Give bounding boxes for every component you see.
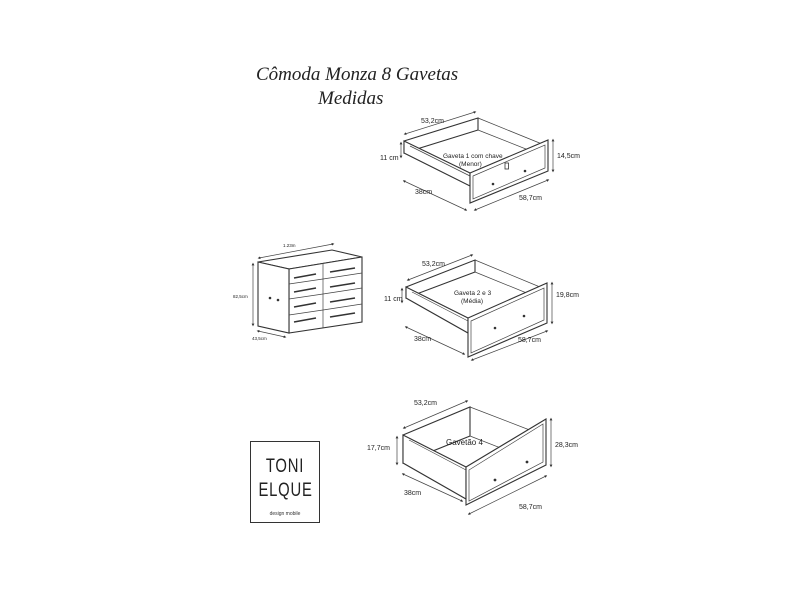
cabinet-width-label: 1.23m bbox=[283, 243, 296, 248]
drawer-2-sublabel: (Média) bbox=[461, 298, 483, 305]
drawer-4-drawing bbox=[395, 400, 553, 515]
drawer-4-top-width: 53,2cm bbox=[414, 400, 437, 407]
drawer-1-depth: 38cm bbox=[415, 189, 432, 196]
drawer-2-label: Gaveta 2 e 3 bbox=[454, 290, 492, 297]
drawer-2-top-width: 53,2cm bbox=[422, 261, 445, 268]
drawer-4-front-width: 58,7cm bbox=[519, 504, 542, 511]
drawer-2-depth: 38cm bbox=[414, 336, 431, 343]
logo-line-1: TONI bbox=[265, 456, 305, 477]
drawer-1-top-width: 53,2cm bbox=[421, 118, 444, 125]
drawer-4-label: Gavetão 4 bbox=[446, 438, 483, 447]
drawer-1-sublabel: (Menor) bbox=[459, 161, 482, 168]
page-subtitle: Medidas bbox=[318, 88, 384, 109]
drawer-1-inner-height: 11 cm bbox=[380, 155, 399, 162]
drawer-2-drawing bbox=[400, 254, 554, 361]
drawer-2-front-width: 58,7cm bbox=[518, 337, 541, 344]
drawer-4-depth: 38cm bbox=[404, 490, 421, 497]
drawer-1-front-width: 58,7cm bbox=[519, 195, 542, 202]
logo-line-2: ELQUE bbox=[258, 480, 313, 501]
brand-logo: TONI ELQUE design mobile bbox=[250, 441, 320, 523]
drawer-2-front-height: 19,8cm bbox=[556, 292, 579, 299]
drawer-2-inner-height: 11 cm bbox=[384, 296, 403, 303]
drawer-1-drawing bbox=[399, 111, 555, 211]
cabinet-drawing bbox=[251, 242, 363, 339]
page-title: Cômoda Monza 8 Gavetas bbox=[256, 64, 459, 85]
cabinet-height-label: 82,5cm bbox=[233, 294, 248, 299]
drawer-1-front-height: 14,5cm bbox=[557, 153, 580, 160]
cabinet-depth-label: 43,5cm bbox=[252, 336, 267, 341]
drawer-4-front-height: 28,3cm bbox=[555, 442, 578, 449]
logo-tagline: design mobile bbox=[269, 511, 301, 517]
drawer-4-inner-height: 17,7cm bbox=[367, 445, 390, 452]
drawer-1-label: Gaveta 1 com chave bbox=[443, 153, 503, 160]
